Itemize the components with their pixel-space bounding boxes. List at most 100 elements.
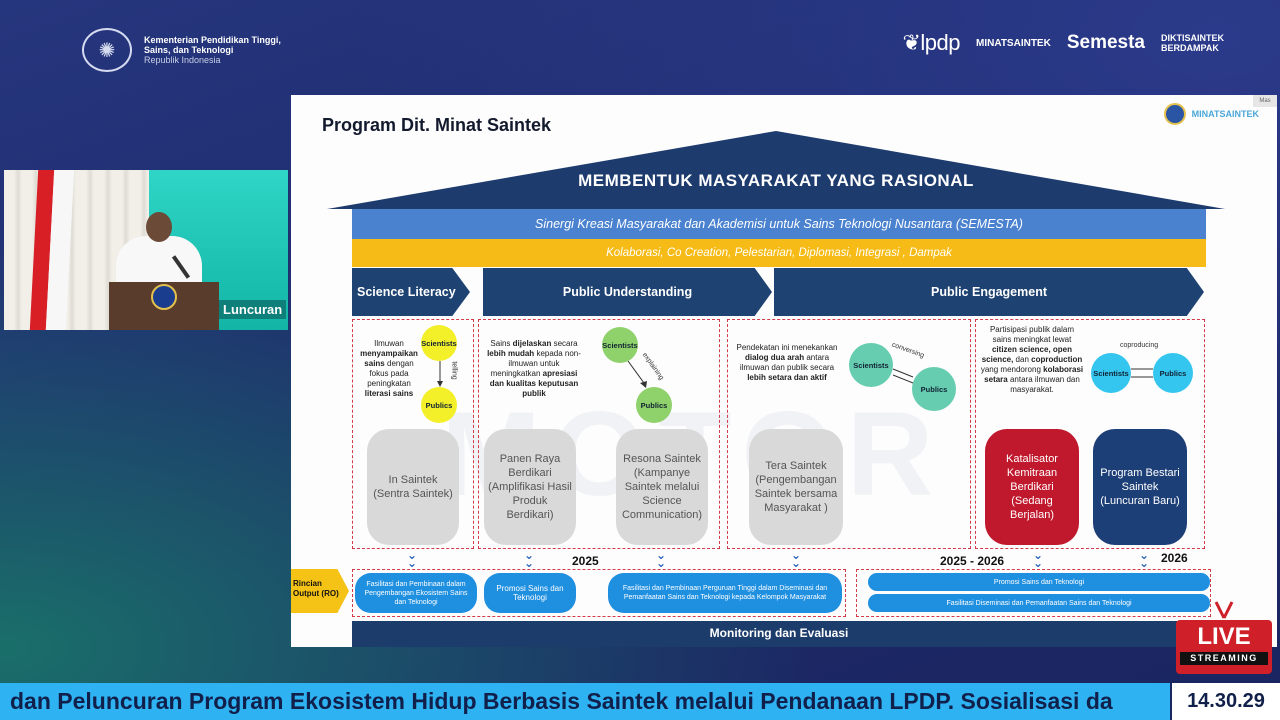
ro-box-right [856,569,1211,617]
literacy-desc-5: literasi sains [364,389,414,398]
minatsaintek-logo: MINATSAINTEK [976,38,1051,49]
program-panen-raya: Panen Raya Berdikari (Amplifikasi Hasil … [484,429,576,545]
program-resona-saintek: Resona Saintek (Kampanye Saintek melalui… [616,429,708,545]
slide-logos: MINATSAINTEK [1163,103,1259,125]
ministry-line-1: Kementerian Pendidikan Tinggi, [144,35,281,45]
understanding-desc-1: Sains [490,339,511,348]
engagement-a-desc-2: dialog dua arah [744,353,805,362]
header-public-engagement: Public Engagement [774,268,1204,316]
ro-item-diseminasi: Fasilitasi Diseminasi dan Pemanfaatan Sa… [868,594,1210,612]
program-bestari: Program Bestari Saintek (Luncuran Baru) [1093,429,1187,545]
engagement-b-arrow-label: coproducing [1120,342,1159,349]
roof-title: MEMBENTUK MASYARAKAT YANG RASIONAL [578,171,974,190]
column-understanding [478,319,720,549]
engagement-b-description: Partisipasi publik dalam sains meningkat… [980,325,1084,395]
engagement-b-publics-node: Publics [1153,353,1193,393]
ministry-seal-icon: ✺ [82,28,132,72]
partner-logos: ❦lpdp MINATSAINTEK Semesta DIKTISAINTEK … [902,30,1224,56]
slide-ministry-seal-icon [1163,103,1186,125]
literacy-scientists-node: Scientists [421,325,457,361]
speaker-video: Luncuran [4,170,288,330]
ministry-line-2: Sains, dan Teknologi [144,45,234,55]
slide-minatsaintek-logo: MINATSAINTEK [1191,108,1259,119]
corner-tab: Mas [1253,95,1277,107]
year-label-2026: 2026 [1161,551,1188,565]
ro-item-promosi-2: Promosi Sains dan Teknologi [868,573,1210,591]
monitoring-bar: Monitoring dan Evaluasi [352,621,1206,647]
program-tera-saintek: Tera Saintek (Pengembangan Saintek bersa… [749,429,843,545]
speaker-head [146,212,172,242]
stage-screen-text: Luncuran [219,300,287,319]
year-label-2025-2026: 2025 - 2026 [940,554,1005,568]
clock: 14.30.29 [1172,683,1280,720]
ro-item-perguruan-tinggi: Fasilitasi dan Pembinaan Perguruan Tingg… [608,573,842,613]
engagement-a-desc-1: Pendekatan ini menekankan [736,343,838,352]
literacy-publics-node: Publics [421,387,457,423]
live-label: LIVE [1197,623,1251,650]
engagement-a-desc-4: lebih setara dan aktif [747,373,827,382]
semesta-logo-text: Semesta [1066,32,1145,53]
diktisaintek-line-1: DIKTISAINTEK [1161,33,1224,43]
chevron-down-icon: ⌄⌄ [524,548,535,570]
understanding-desc-2: dijelaskan [512,339,552,348]
literacy-desc-2: menyampaikan [360,349,418,358]
ro-item-promosi: Promosi Sains dan Teknologi [484,573,576,613]
engagement-b-desc-5: yang mendorong [980,365,1041,374]
slide-minatsaintek-text: MINATSAINTEK [1191,108,1259,119]
program-in-saintek: In Saintek (Sentra Saintek) [367,429,459,545]
column-literacy [352,319,474,549]
engagement-a-arrow-icon [892,368,914,384]
engagement-b-desc-4: coproduction [1031,355,1083,364]
year-label-2025: 2025 [572,554,599,568]
ro-item-ekosistem: Fasilitasi dan Pembinaan dalam Pengemban… [355,573,477,613]
ministry-logo: ✺ Kementerian Pendidikan Tinggi, Sains, … [82,28,281,72]
roof-shape [327,131,1225,209]
minatsaintek-logo-text: MINATSAINTEK [976,37,1051,49]
antenna-icon [1214,601,1234,619]
engagement-a-description: Pendekatan ini menekankan dialog dua ara… [735,343,839,383]
chevron-down-icon: ⌄⌄ [407,548,418,570]
literacy-arrow-label: telling [450,361,458,380]
chevron-down-icon: ⌄⌄ [791,548,802,570]
understanding-arrow-icon [627,360,647,388]
diktisaintek-line-2: BERDAMPAK [1161,43,1219,53]
engagement-b-desc-7: antara ilmuwan dan masyarakat. [1009,375,1080,394]
top-header: ✺ Kementerian Pendidikan Tinggi, Sains, … [0,0,1280,90]
values-banner: Kolaborasi, Co Creation, Pelestarian, Di… [352,239,1206,267]
engagement-a-publics-node: Publics [912,367,956,411]
semesta-logo: Semesta [1067,32,1145,54]
literacy-desc-3: sains [364,359,385,368]
streaming-label: STREAMING [1180,652,1268,665]
engagement-b-desc-2: citizen science, open science, [981,345,1073,364]
understanding-scientists-node: Scientists [602,327,638,363]
ro-box-left [352,569,846,617]
engagement-b-desc-1: Partisipasi publik dalam sains meningkat… [989,325,1075,344]
program-katalisator: Katalisator Kemitraan Berdikari (Sedang … [985,429,1079,545]
header-science-literacy: Science Literacy [352,268,470,316]
column-engagement-a [727,319,971,549]
understanding-description: Sains dijelaskan secara lebih mudah kepa… [487,339,581,399]
chevron-down-icon: ⌄⌄ [1033,548,1044,570]
understanding-publics-node: Publics [636,387,672,423]
diktisaintek-logo: DIKTISAINTEK BERDAMPAK [1161,33,1224,53]
slide-title: Program Dit. Minat Saintek [322,115,552,135]
ministry-name: Kementerian Pendidikan Tinggi, Sains, da… [144,35,281,65]
chevron-down-icon: ⌄⌄ [656,548,667,570]
ministry-line-3: Republik Indonesia [144,55,221,65]
lpdp-logo-text: lpdp [920,30,961,55]
ro-label-1: Rincian [293,579,322,588]
engagement-a-scientists-node: Scientists [849,343,893,387]
literacy-desc-4: dengan fokus pada peningkatan [367,359,414,388]
literacy-desc-1: Ilmuwan [374,339,404,348]
header-public-understanding: Public Understanding [483,268,772,316]
engagement-b-arrow-icon [1131,368,1153,378]
understanding-desc-6: apresiasi dan kualitas keputusan publik [489,369,579,398]
chevron-down-icon: ⌄⌄ [1139,548,1150,570]
engagement-b-desc-3: dan [1015,355,1029,364]
news-ticker: dan Peluncuran Program Ekosistem Hidup B… [0,683,1170,720]
ro-label-2: Output (RO) [293,589,339,598]
semesta-banner: Sinergi Kreasi Masyarakat dan Akademisi … [352,209,1206,239]
understanding-desc-4: lebih mudah [487,349,535,358]
